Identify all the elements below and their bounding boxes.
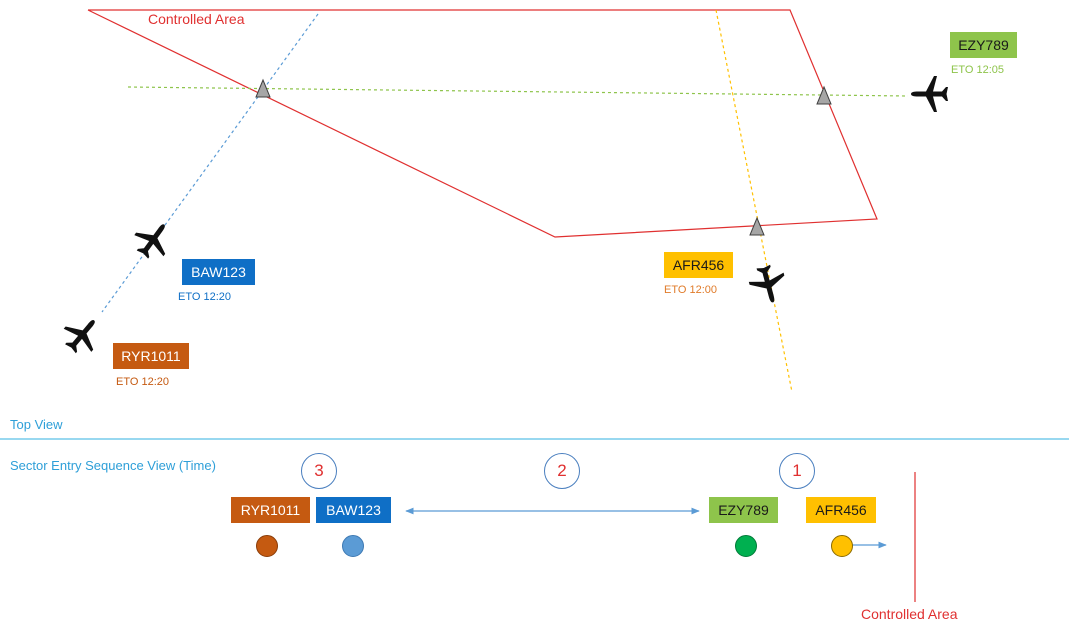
sequence-tag-ryr: RYR1011 [231,497,310,523]
top-view-label: Top View [10,417,63,432]
sequence-number-2: 2 [544,453,580,489]
sequence-dot-ezy [735,535,757,557]
sequence-tag-baw: BAW123 [316,497,391,523]
airplane-icon [911,76,948,112]
sequence-view-label: Sector Entry Sequence View (Time) [10,458,216,473]
sequence-controlled-area-label: Controlled Area [861,606,958,622]
afr-callsign-tag: AFR456 [664,252,733,278]
ezy-eto: ETO 12:05 [951,64,1004,76]
ezy-callsign-tag: EZY789 [950,32,1017,58]
sequence-dot-afr [831,535,853,557]
airplane-icon [748,264,785,303]
waypoint-triangle-icon [749,216,765,236]
sequence-number-3: 3 [301,453,337,489]
sequence-tag-ezy: EZY789 [709,497,778,523]
waypoint-triangle-icon [816,85,832,105]
ezy-track [127,86,909,97]
ryr-callsign-tag: RYR1011 [113,343,189,369]
afr-eto: ETO 12:00 [664,284,717,296]
controlled-area-label: Controlled Area [148,11,245,27]
sequence-tag-afr: AFR456 [806,497,876,523]
airplane-icon [63,320,95,354]
sequence-dot-ryr [256,535,278,557]
controlled-area-boundary [87,9,878,238]
baw-track [101,13,319,313]
afr-track [715,9,793,393]
airplane-icon [134,224,166,259]
baw-eto: ETO 12:20 [178,291,231,303]
baw-callsign-tag: BAW123 [182,259,255,285]
waypoint-triangle-icon [255,78,271,98]
sequence-number-1: 1 [779,453,815,489]
sequence-dot-baw [342,535,364,557]
ryr-eto: ETO 12:20 [116,376,169,388]
